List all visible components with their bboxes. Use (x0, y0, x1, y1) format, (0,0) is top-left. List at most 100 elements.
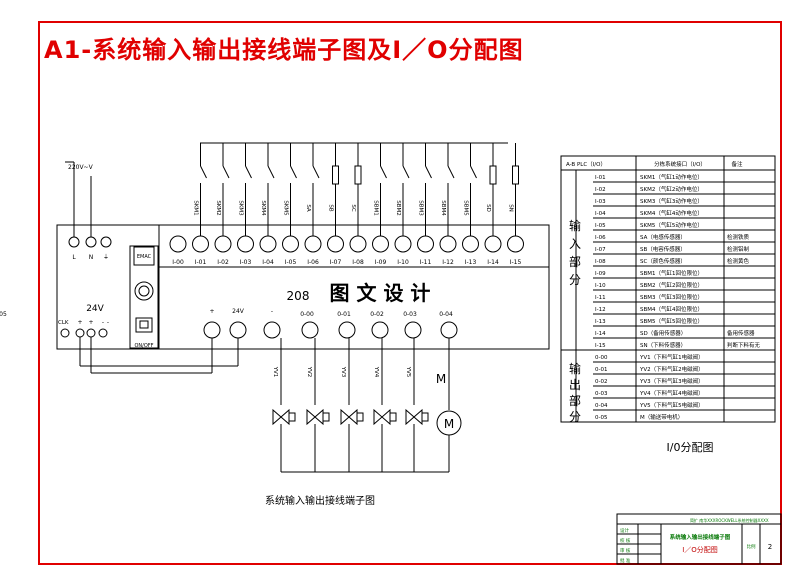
table-cell-addr: I-01 (595, 175, 606, 181)
solenoid-valve (272, 408, 296, 426)
table-cell-name: SN（下料传感器） (640, 341, 686, 349)
table-cell-addr: 0-04 (595, 403, 608, 409)
switch-blade (425, 165, 432, 179)
sensor-label: SC (350, 204, 356, 211)
table-cell-note: 检测铝制 (727, 245, 750, 253)
table-cell-note: 备用传感器 (727, 329, 755, 337)
table-cell-addr: I-09 (595, 271, 606, 277)
output-terminal-label: 0-01 (337, 311, 351, 318)
input-terminal (417, 235, 434, 253)
input-terminal-label: I-09 (375, 259, 387, 266)
tb-label: 校 核 (620, 537, 631, 544)
input-terminal-label: I-07 (330, 259, 342, 266)
table-cell-name: M（输送带电机） (640, 413, 683, 421)
sensor-label: SBM3 (418, 200, 424, 216)
solenoid-valve (373, 408, 397, 426)
plc-frame (56, 224, 550, 350)
table-cell-name: YV4（下料气缸4电磁阀） (639, 389, 704, 397)
dc-terminal (75, 328, 85, 338)
input-terminal (304, 235, 322, 253)
sensor-label: SA (305, 204, 311, 212)
title-block-frame (616, 513, 782, 565)
table-caption: I/0分配图 (667, 441, 714, 454)
table-output-group: 分 (569, 410, 581, 424)
tb-drawing-sub: I／O分配图 (682, 545, 718, 554)
output-terminal (229, 321, 247, 339)
switch-blade (447, 165, 455, 179)
table-cell-name: SBM3（气缸3回位限位） (640, 293, 703, 301)
input-terminal (259, 235, 277, 253)
input-terminal-label: I-04 (262, 259, 274, 266)
dc-terminal-label: + (77, 319, 82, 326)
power-switch-label: ON/OFF (134, 343, 153, 349)
table-cell-name: SKM4（气缸4动作电位） (640, 209, 703, 217)
output-terminal (203, 321, 221, 339)
dc-24v-label: 24V (86, 304, 104, 314)
table-cell-addr: I-04 (595, 211, 606, 217)
valve-label: YV5 (405, 366, 411, 378)
power-supply-label: 220V~V (68, 164, 94, 171)
output-terminal (263, 321, 281, 339)
table-cell-addr: I-13 (595, 319, 606, 325)
table-cell-name: SBM1（气缸1回位限位） (640, 269, 703, 277)
input-terminal (214, 235, 232, 253)
input-terminal (439, 235, 457, 253)
output-terminal (404, 321, 422, 339)
input-terminal-label: I-14 (487, 259, 499, 266)
input-terminal-label: I-10 (397, 259, 409, 266)
sensor-label: SN (508, 204, 514, 212)
switch-blade (380, 165, 387, 179)
output-power-label: 24V (232, 308, 245, 315)
input-terminal (169, 235, 187, 253)
input-terminal (484, 235, 502, 253)
sensor-element (332, 165, 339, 185)
table-header: 分栋系统接口（I/O） (654, 160, 706, 168)
sheet-border (38, 21, 782, 565)
input-terminal-label: I-03 (240, 259, 252, 266)
valve-label: YV2 (306, 366, 312, 378)
input-terminal-label: I-15 (510, 259, 522, 266)
power-knob-inner (138, 285, 150, 297)
output-terminal-label: 0-04 (439, 311, 453, 318)
table-cell-addr: I-02 (595, 187, 606, 193)
dc-terminal (60, 328, 70, 338)
dc-terminal-label: - (107, 319, 109, 326)
switch-blade (290, 165, 297, 179)
sensor-label: SKM3 (238, 200, 244, 216)
output-terminal-label: 0-02 (370, 311, 384, 318)
table-cell-addr: I-06 (595, 235, 606, 241)
output-terminal (338, 321, 356, 339)
table-cell-addr: I-10 (595, 283, 606, 289)
table-cell-addr: 0-02 (595, 379, 607, 385)
power-terminal (68, 236, 80, 248)
output-power-label: - (271, 308, 273, 315)
table-cell-name: SC（颜色传感器） (640, 257, 686, 265)
output-terminal (301, 321, 319, 339)
valve-coil (356, 412, 364, 422)
input-terminal-label: I-00 (172, 259, 184, 266)
drawing-title: A1-系统输入输出接线端子图及I／O分配图 (44, 36, 524, 64)
input-terminal (327, 235, 344, 253)
switch-blade (312, 165, 320, 179)
valve-symbol (272, 408, 290, 426)
emac-label: EMAC (137, 254, 152, 260)
solenoid-valve (306, 408, 330, 426)
sensor-label: SBM5 (463, 200, 469, 216)
input-terminal-label: I-05 (285, 259, 297, 266)
table-cell-addr: I-08 (595, 259, 606, 265)
tb-label: 设计 (620, 527, 629, 534)
table-cell-name: YV2（下料气缸2电磁阀） (639, 365, 704, 373)
dc-terminal-label: + (88, 319, 93, 326)
table-cell-name: YV3（下料气缸3电磁阀） (639, 377, 704, 385)
switch-blade (470, 165, 477, 179)
power-terminal-label: L (72, 254, 76, 261)
table-cell-name: SBM4（气缸4回位限位） (640, 305, 703, 313)
wiring-caption: 系统输入输出接线端子图 (265, 494, 375, 507)
input-terminal (192, 235, 209, 253)
power-terminal (85, 236, 97, 248)
sensor-label: SBM1 (373, 200, 379, 216)
input-terminal (394, 235, 412, 253)
